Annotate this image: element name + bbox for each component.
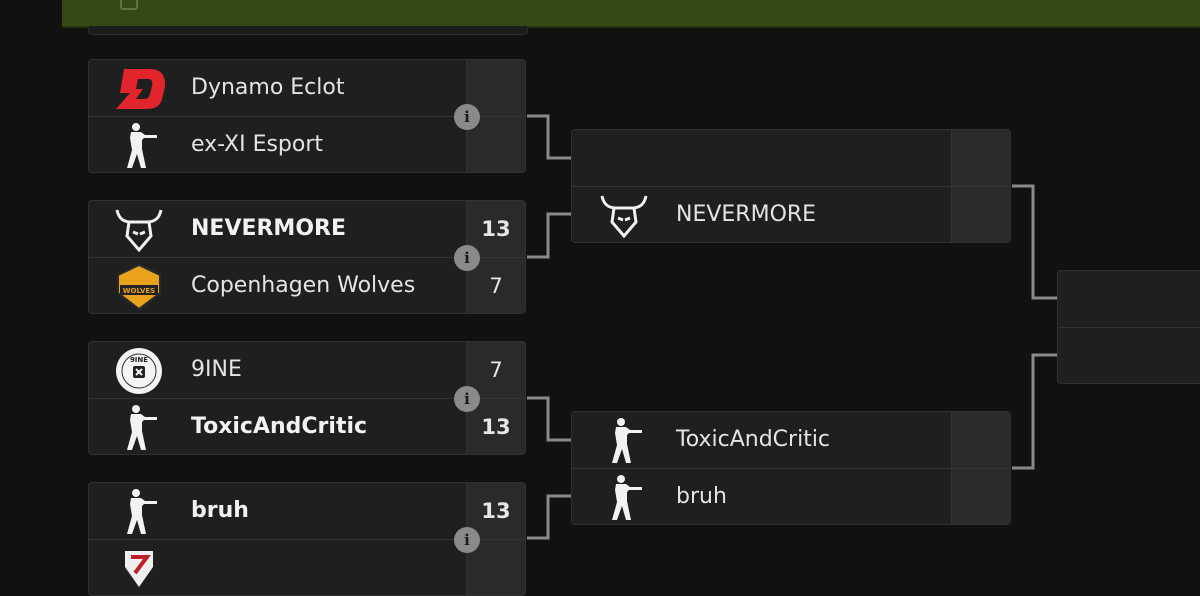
- team-score: 7: [489, 274, 503, 298]
- soldier-icon: [594, 418, 654, 464]
- team-row[interactable]: Dynamo Eclot: [89, 60, 525, 117]
- red-shield-logo: [109, 546, 169, 592]
- nav-icon[interactable]: [120, 0, 138, 10]
- team-score: 13: [481, 499, 511, 523]
- team-row[interactable]: NEVERMORE 13: [89, 201, 525, 258]
- match-card-round2-2[interactable]: ToxicAndCritic bruh: [571, 411, 1011, 525]
- match-info-icon[interactable]: i: [454, 527, 480, 553]
- bull-logo: [109, 207, 169, 253]
- wolves-logo: WOLVES: [109, 263, 169, 311]
- match-info-icon[interactable]: i: [454, 386, 480, 412]
- team-row[interactable]: ToxicAndCritic: [572, 412, 1010, 469]
- soldier-icon: [594, 475, 654, 521]
- team-row[interactable]: bruh 13: [89, 483, 525, 540]
- team-score: 13: [481, 415, 511, 439]
- match-card-round2-1[interactable]: NEVERMORE: [571, 129, 1011, 243]
- team-name: bruh: [676, 484, 727, 509]
- match-card-3[interactable]: 9INE 9INE 7 ToxicAndCritic 13 i: [88, 341, 526, 455]
- team-row[interactable]: WOLVES Copenhagen Wolves 7: [89, 258, 525, 314]
- bull-logo: [594, 193, 654, 239]
- bracket-connectors: [527, 114, 1057, 540]
- team-row[interactable]: [572, 130, 1010, 187]
- match-card-1[interactable]: Dynamo Eclot ex-XI Esport i: [88, 59, 526, 173]
- team-row[interactable]: 9INE 9INE 7: [89, 342, 525, 399]
- soldier-icon: [109, 123, 169, 169]
- team-name: ToxicAndCritic: [676, 427, 831, 452]
- 9ine-logo: 9INE: [109, 348, 169, 394]
- team-name: 9INE: [191, 357, 242, 382]
- top-navigation-bar: [62, 0, 1200, 28]
- team-score: 7: [489, 358, 503, 382]
- match-info-icon[interactable]: i: [454, 104, 480, 130]
- team-name: ex-XI Esport: [191, 132, 324, 157]
- team-name: NEVERMORE: [191, 216, 346, 241]
- dynamo-logo: [109, 66, 169, 112]
- team-name: ToxicAndCritic: [191, 414, 368, 439]
- team-score: 13: [481, 217, 511, 241]
- team-name: Copenhagen Wolves: [191, 273, 416, 298]
- soldier-icon: [109, 405, 169, 451]
- match-card-2[interactable]: NEVERMORE 13 WOLVES Copenhagen Wolves 7 …: [88, 200, 526, 314]
- team-name: Dynamo Eclot: [191, 75, 345, 100]
- team-name: NEVERMORE: [676, 202, 817, 227]
- team-row[interactable]: [1058, 271, 1200, 328]
- soldier-icon: [109, 489, 169, 535]
- team-name: bruh: [191, 498, 249, 523]
- team-row[interactable]: [1058, 328, 1200, 384]
- match-card-round3-1[interactable]: [1057, 270, 1200, 384]
- svg-text:9INE: 9INE: [130, 356, 148, 364]
- svg-text:WOLVES: WOLVES: [123, 287, 155, 295]
- team-row[interactable]: bruh: [572, 469, 1010, 525]
- team-row[interactable]: NEVERMORE: [572, 187, 1010, 243]
- team-row[interactable]: ToxicAndCritic 13: [89, 399, 525, 455]
- previous-match-card: [88, 26, 528, 35]
- match-card-4[interactable]: bruh 13 i: [88, 482, 526, 596]
- team-row[interactable]: ex-XI Esport: [89, 117, 525, 173]
- match-info-icon[interactable]: i: [454, 245, 480, 271]
